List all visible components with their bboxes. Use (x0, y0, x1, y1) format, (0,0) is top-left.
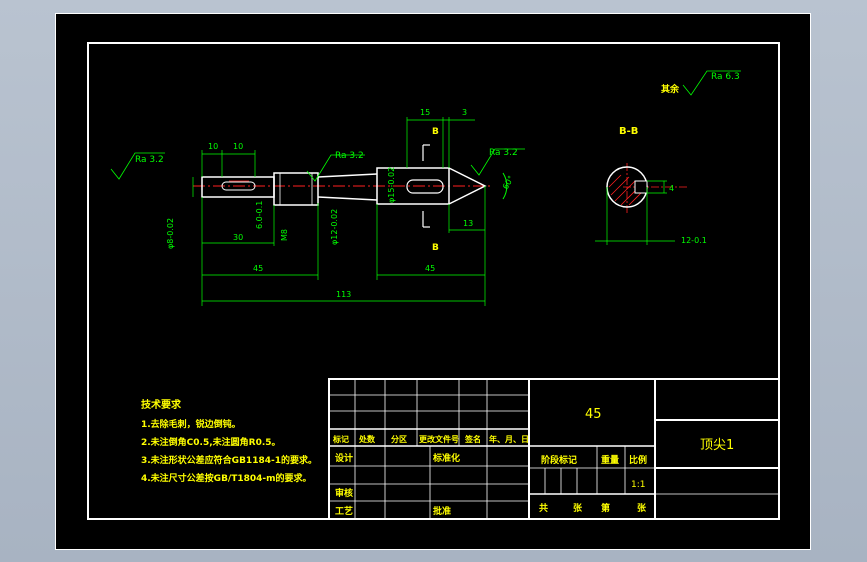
roughness-left-label: Ra 3.2 (135, 155, 164, 165)
notes-title: 技术要求 (141, 398, 182, 411)
check-label: 审核 (335, 487, 353, 499)
section-view: B-B 4 12-0.1 (595, 126, 707, 245)
dim-13: 13 (463, 219, 473, 228)
note-3: 3.未注形状公差应符合GB1184-1的要求。 (141, 454, 317, 466)
title-block (328, 378, 780, 520)
section-flat (634, 180, 648, 194)
section-dim-4: 4 (669, 184, 674, 193)
dim-phi-mid: φ12-0.02 (330, 209, 339, 245)
dim-10-b: 10 (233, 142, 243, 151)
section-cut-top: B (432, 127, 439, 137)
dim-113: 113 (336, 290, 351, 299)
cad-viewport[interactable]: 60° 10 10 15 3 30 45 45 113 (55, 13, 811, 550)
rev-header-count: 处数 (358, 434, 376, 444)
dim-m8: M8 (280, 229, 289, 241)
standardize-label: 标准化 (432, 452, 460, 464)
roughness-symbol-mid (306, 154, 365, 182)
slot-right (406, 179, 444, 194)
design-label: 设计 (335, 452, 353, 464)
section-cut-bottom: B (432, 243, 439, 253)
roughness-other-label: 其余 (661, 83, 680, 95)
dim-slot: 6.0-0.1 (255, 201, 264, 229)
shaft-left-segment (201, 176, 275, 198)
dimension-lines: 10 10 15 3 30 45 45 113 13 φ8-0.02 6.0 (166, 108, 486, 306)
roughness-symbols: Ra 3.2 Ra 3.2 Ra 3.2 其余 Ra 6.3 (110, 70, 741, 182)
roughness-main-label: Ra 6.3 (711, 72, 740, 82)
section-label: B-B (619, 126, 638, 137)
dim-phi-right: φ15-0.02 (387, 167, 396, 203)
note-4: 4.未注尺寸公差按GB/T1804-m的要求。 (141, 472, 312, 484)
rev-header-date: 年、月、日 (489, 434, 529, 444)
rev-header-zone: 分区 (391, 434, 407, 444)
technical-notes: 技术要求 1.去除毛刺，锐边倒钝。 2.未注倒角C0.5,未注圆角R0.5。 3… (141, 398, 317, 484)
section-cut: B B (422, 127, 439, 253)
rev-header-mark: 标记 (332, 434, 349, 444)
roughness-mid-label: Ra 3.2 (335, 151, 364, 161)
material-value: 45 (585, 407, 602, 422)
dim-45-right: 45 (425, 264, 435, 273)
part-name: 顶尖1 (700, 438, 734, 453)
section-dim-12: 12-0.1 (681, 236, 707, 245)
dim-10-a: 10 (208, 142, 218, 151)
sheet-unit-label: 张 (637, 502, 647, 514)
dim-30: 30 (233, 233, 243, 242)
approve-label: 批准 (433, 505, 451, 517)
outer-frame (55, 13, 811, 550)
angle-label: 60° (501, 174, 516, 191)
part-drawing: 60° (193, 167, 516, 206)
rev-header-sign: 签名 (464, 434, 481, 444)
roughness-symbol-main (682, 70, 741, 96)
roughness-symbol-right (470, 148, 525, 176)
weight-label: 重量 (601, 454, 619, 466)
drawing-canvas: 60° 10 10 15 3 30 45 45 113 (55, 13, 811, 550)
title-block-text: 45 顶尖1 标记 处数 分区 更改文件号 签名 年、月、日 设计 标准化 审核… (332, 407, 734, 517)
slot-left (221, 181, 256, 191)
rev-header-doc: 更改文件号 (419, 434, 459, 444)
sheets-label: 张 (573, 502, 583, 514)
note-2: 2.未注倒角C0.5,未注圆角R0.5。 (141, 436, 281, 448)
shaft-mid-segment (273, 172, 319, 206)
taper-top (317, 173, 378, 178)
angle-arc (502, 172, 508, 200)
sheet-no-label: 第 (601, 502, 610, 514)
stage-mark-label: 阶段标记 (541, 454, 577, 466)
roughness-right-label: Ra 3.2 (489, 148, 518, 158)
taper-bottom (317, 196, 378, 201)
scale-value: 1:1 (631, 480, 645, 490)
roughness-symbol-left (110, 152, 165, 180)
dim-45-left: 45 (253, 264, 263, 273)
total-label: 共 (539, 502, 548, 514)
scale-label: 比例 (629, 454, 647, 466)
dim-15: 15 (420, 108, 430, 117)
process-label: 工艺 (335, 505, 353, 517)
note-1: 1.去除毛刺，锐边倒钝。 (141, 418, 241, 430)
dim-phi-left: φ8-0.02 (166, 218, 175, 249)
dim-3: 3 (462, 108, 467, 117)
